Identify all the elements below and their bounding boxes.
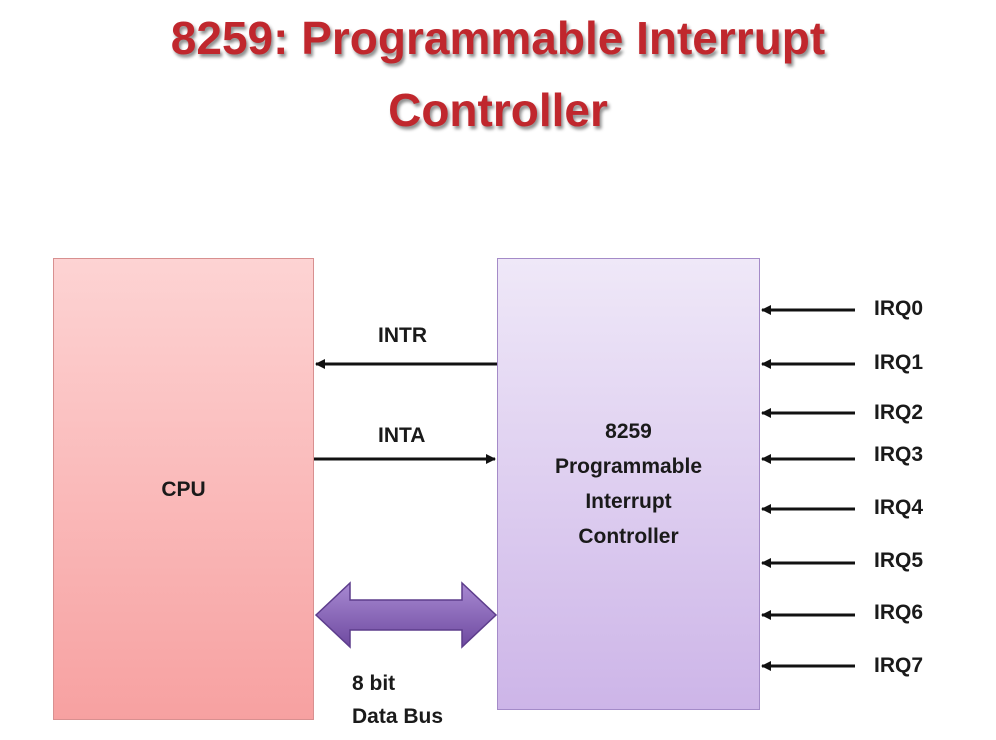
irq5-label: IRQ5 — [874, 549, 924, 572]
irq7-label: IRQ7 — [874, 654, 924, 677]
pic-8259-block — [497, 258, 760, 710]
pic-label-line-3: Interrupt — [585, 490, 672, 513]
page-title-line-1: 8259: Programmable Interrupt — [170, 12, 826, 64]
irq6-label: IRQ6 — [874, 601, 924, 624]
pic-label-line-1: 8259 — [605, 420, 652, 443]
cpu-label: CPU — [161, 478, 206, 501]
data-bus-arrow — [314, 581, 498, 649]
irq4-label: IRQ4 — [874, 496, 924, 519]
irq2-label: IRQ2 — [874, 401, 924, 424]
inta-label: INTA — [378, 424, 426, 447]
irq0-label: IRQ0 — [874, 297, 924, 320]
pic-label-line-2: Programmable — [554, 455, 703, 478]
pic-label-line-4: Controller — [578, 525, 679, 548]
data-bus-label-line-1: 8 bit — [352, 672, 396, 695]
intr-label: INTR — [378, 324, 427, 347]
irq3-label: IRQ3 — [874, 443, 924, 466]
page-title-line-2: Controller — [388, 84, 608, 136]
cpu-block — [53, 258, 314, 720]
irq1-label: IRQ1 — [874, 351, 924, 374]
data-bus-label-line-2: Data Bus — [352, 705, 444, 728]
